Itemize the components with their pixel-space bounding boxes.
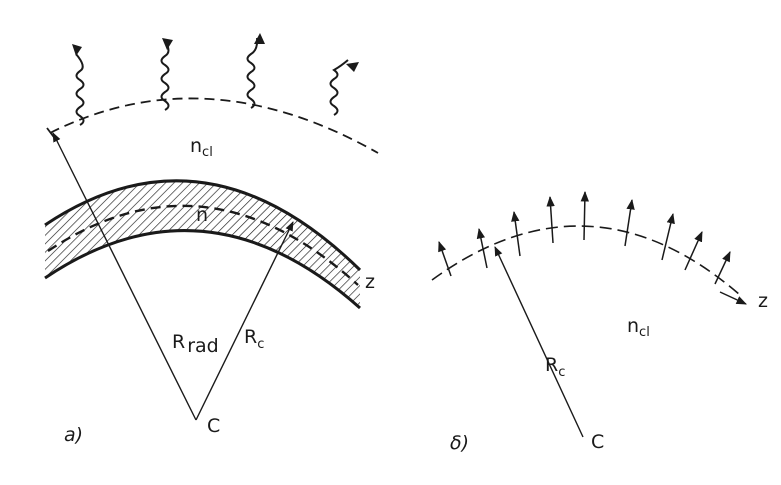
- core-axis-dashed: [47, 204, 359, 286]
- r-c-line-b: [494, 246, 584, 438]
- n-cl-label-b: ncl: [627, 315, 650, 340]
- caption-a: a): [64, 424, 83, 446]
- n-core-label: n: [196, 204, 208, 226]
- z-label-b: z: [758, 290, 768, 312]
- arrow-icon: [72, 44, 82, 56]
- radiation-caustic-dashed-arc: [49, 97, 379, 154]
- r-rad-line: [52, 132, 197, 421]
- z-label-a: z: [365, 271, 375, 293]
- arrow-icon: [511, 210, 521, 257]
- radiation-wave-icon: [246, 37, 259, 109]
- arrow-icon: [346, 62, 359, 72]
- radiating-arrows: [438, 190, 747, 305]
- arrow-icon: [580, 190, 590, 241]
- arrow-icon: [162, 38, 173, 50]
- r-c-label-b: Rc: [545, 354, 565, 380]
- arrow-icon: [476, 227, 488, 269]
- waveguide-core-band: [45, 180, 360, 308]
- r-c-label-a: Rc: [244, 326, 264, 352]
- center-label-b: C: [591, 431, 604, 453]
- arrow-icon: [546, 195, 555, 244]
- r-c-line: [195, 221, 294, 421]
- arrow-icon: [714, 251, 731, 285]
- arrow-icon: [719, 291, 747, 305]
- panel-b: z ncl Rc C δ): [431, 190, 768, 454]
- radiation-waves: [72, 33, 359, 126]
- radiation-wave-icon: [329, 59, 349, 116]
- radiation-wave-icon: [75, 53, 85, 126]
- arrow-icon: [684, 231, 703, 271]
- arrow-icon: [661, 212, 675, 261]
- core-inner-edge: [44, 229, 361, 310]
- n-cl-label-a: ncl: [190, 135, 213, 160]
- center-label-a: C: [207, 415, 220, 437]
- mode-path-dashed-arc: [431, 225, 741, 296]
- arrow-icon: [438, 241, 452, 277]
- arrow-icon: [254, 33, 265, 44]
- caption-b: δ): [450, 432, 469, 454]
- arrow-icon: [624, 198, 635, 247]
